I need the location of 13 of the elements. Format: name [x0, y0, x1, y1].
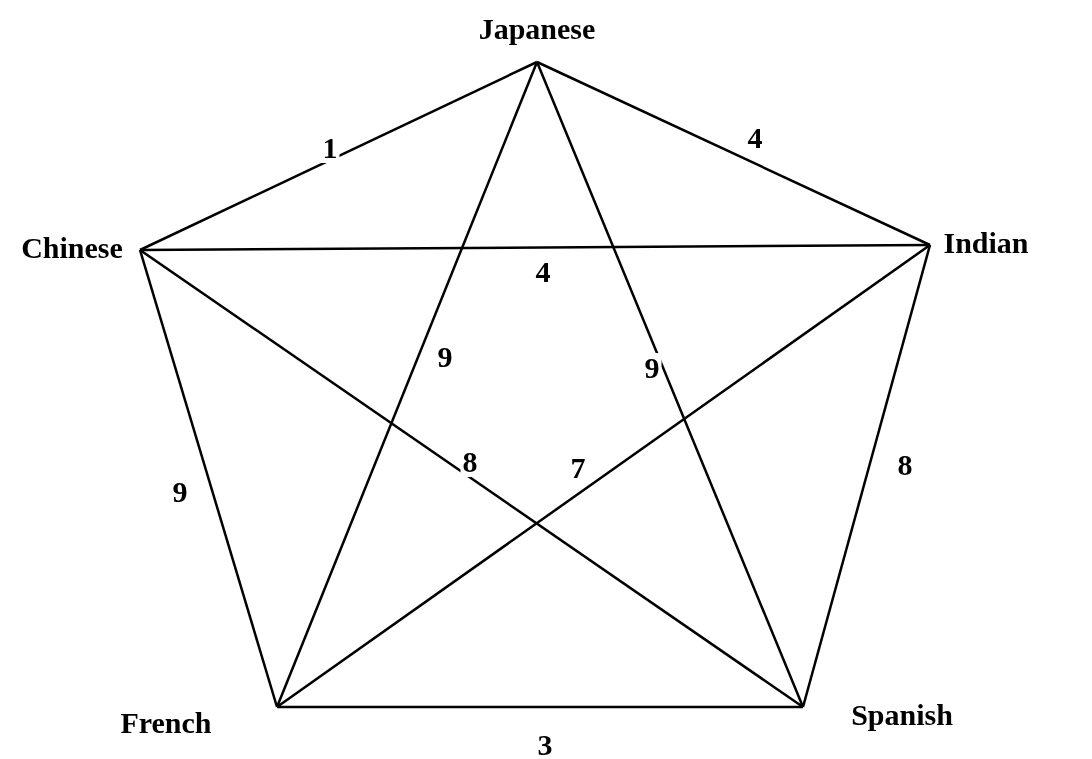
- language-label: French: [100, 708, 232, 738]
- connector-line: [277, 705, 803, 709]
- language-label: Japanese: [475, 14, 599, 44]
- connector-line: [536, 60, 931, 247]
- language-label: Chinese: [8, 233, 136, 263]
- connector-line: [138, 249, 279, 708]
- connector-line: [139, 60, 538, 252]
- connector-line: [801, 244, 932, 708]
- connector-line: [276, 243, 931, 709]
- connector-line: [140, 243, 930, 252]
- language-label: Indian: [936, 228, 1036, 258]
- connector-line: [139, 248, 804, 709]
- language-label: Spanish: [832, 700, 972, 730]
